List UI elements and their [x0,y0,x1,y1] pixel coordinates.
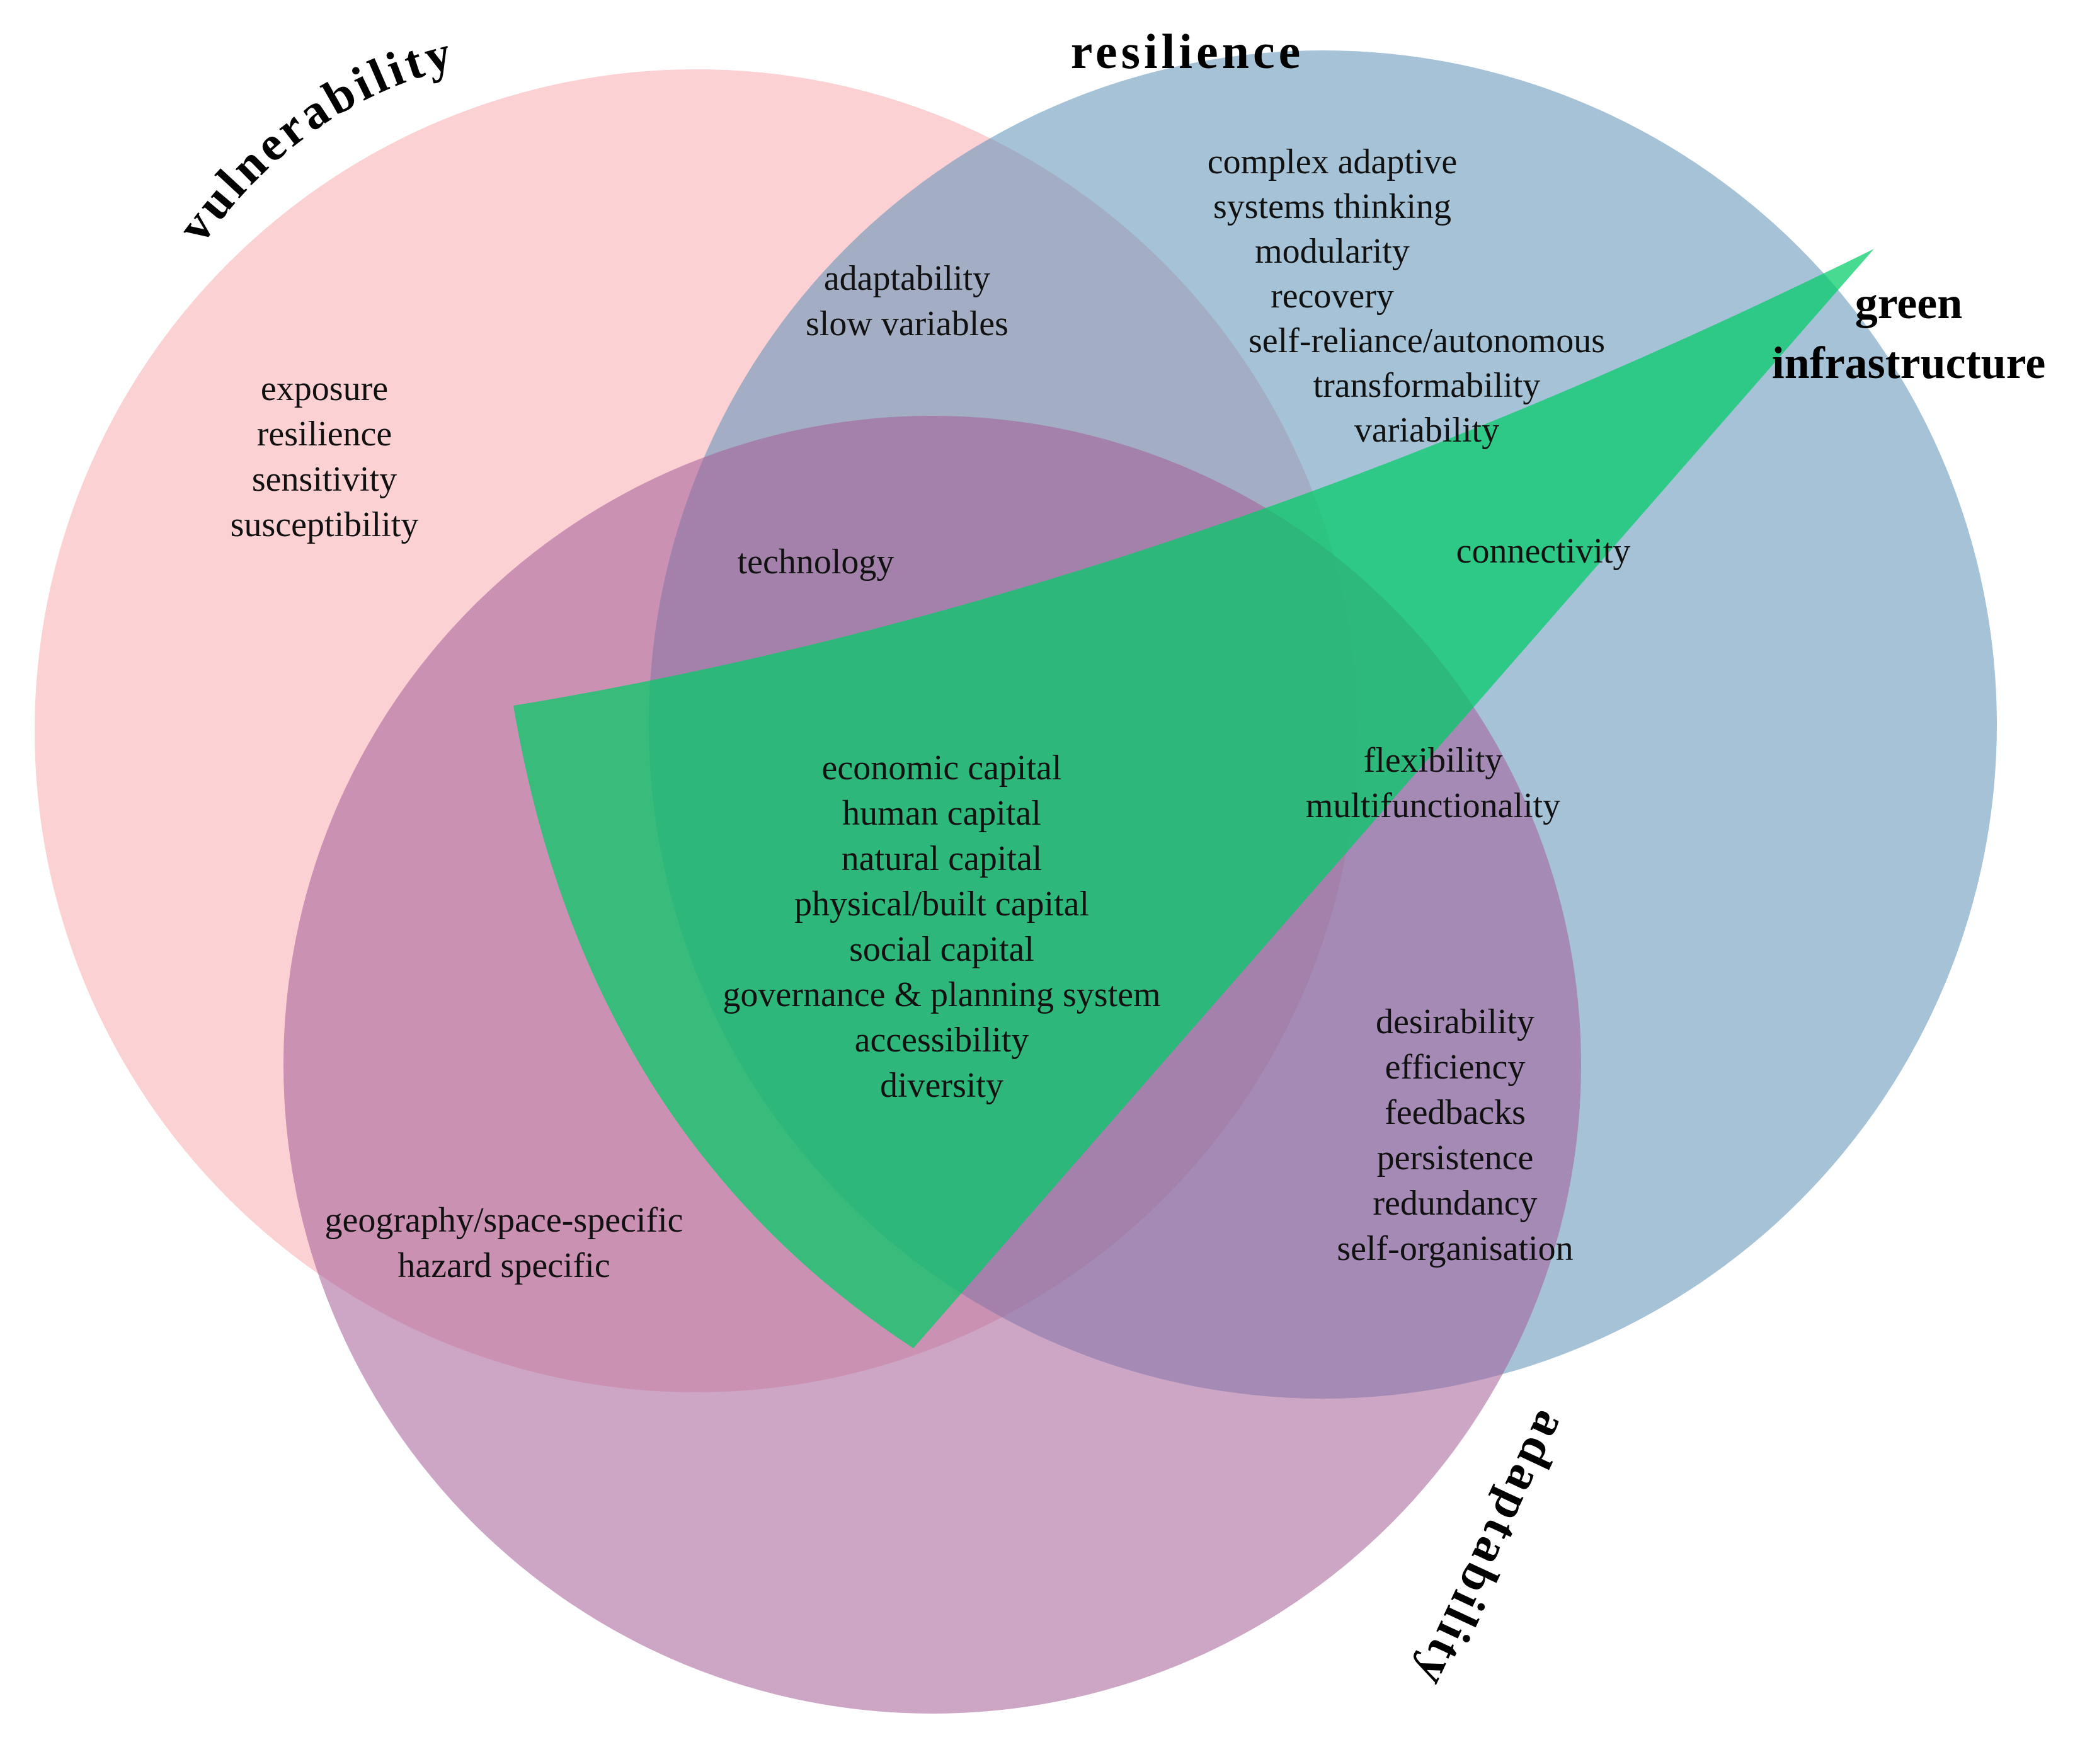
all-four-item: social capital [849,930,1034,969]
core-overlap-item: technology [738,542,894,581]
all-four-items: economic capital human capital natural cap… [723,748,1160,1105]
resilience-item: transformability [1313,366,1541,405]
vulnerability-resilience-adaptability-items: technology [738,542,894,581]
resilience-adaptability-green-items: flexibility multifunctionality [1306,741,1560,825]
vulnerability-resilience-item: adaptability [824,259,990,298]
resilience-items: complex adaptive systems thinking modulari… [1208,142,1605,450]
all-four-item: natural capital [842,839,1043,878]
resilience-adaptability-item: self-organisation [1337,1229,1573,1268]
all-four-item: accessibility [855,1021,1029,1060]
resilience-adaptability-item: efficiency [1385,1048,1526,1087]
vulnerability-item: susceptibility [231,505,419,544]
vulnerability-adaptability-items: geography/space-specific hazard specific [324,1201,683,1285]
resilience-item: systems thinking [1213,187,1451,226]
all-four-item: governance & planning system [723,975,1160,1014]
resilience-adaptability-item: desirability [1376,1002,1534,1041]
green-infrastructure-title-line1: green [1855,278,1963,328]
resilience-adaptability-item: redundancy [1373,1184,1537,1223]
resilience-adaptability-item: persistence [1377,1138,1534,1177]
vulnerability-item: sensitivity [252,460,397,499]
resilience-item: modularity [1255,232,1410,271]
resilience-item: recovery [1271,277,1394,316]
resilience-item: complex adaptive [1208,142,1458,181]
resilience-item: variability [1354,411,1499,450]
vulnerability-resilience-items: adaptability slow variables [806,259,1009,343]
resilience-green-items: connectivity [1456,532,1631,571]
resilience-adaptability-items: desirability efficiency feedbacks persisten… [1337,1002,1573,1268]
vulnerability-adaptability-item: geography/space-specific [324,1201,683,1240]
all-four-item: physical/built capital [794,885,1089,924]
green-infrastructure-wedge [513,249,1874,1348]
vulnerability-adaptability-item: hazard specific [397,1246,610,1285]
green-infrastructure-title-line2: infrastructure [1772,338,2046,388]
all-four-item: diversity [880,1066,1003,1105]
vulnerability-item: exposure [261,369,388,408]
resilience-title: resilience [1071,24,1304,79]
resilience-adaptability-green-item: flexibility [1364,741,1503,780]
resilience-item: self-reliance/autonomous [1249,321,1605,360]
all-four-item: economic capital [822,748,1062,788]
all-four-item: human capital [842,794,1041,833]
vulnerability-resilience-item: slow variables [806,304,1009,343]
vulnerability-items: exposure resilience sensitivity susceptibil… [231,369,419,544]
resilience-adaptability-green-item: multifunctionality [1306,786,1560,825]
vulnerability-item: resilience [257,415,392,454]
resilience-green-item: connectivity [1456,532,1631,571]
resilience-adaptability-item: feedbacks [1385,1093,1526,1132]
